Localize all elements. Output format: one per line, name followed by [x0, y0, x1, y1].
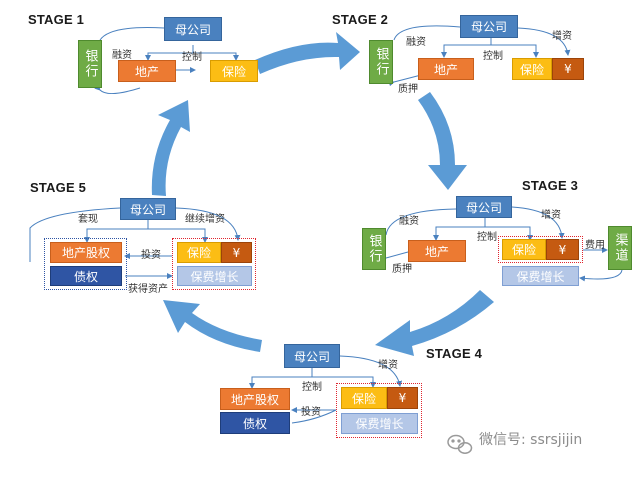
stage5-connectors [29, 207, 241, 279]
stage3-real-estate: 地产 [408, 240, 466, 262]
stage4-title: STAGE 4 [426, 346, 483, 361]
watermark-text: 微信号: ssrsjijin [479, 432, 583, 448]
stage5-premium-growth: 保费增长 [177, 266, 252, 286]
stage2-control-label: 控制 [483, 51, 503, 62]
stage1-parent-company: 母公司 [164, 17, 222, 41]
stage5-title: STAGE 5 [30, 180, 87, 195]
stage5-debt: 债权 [50, 266, 122, 286]
stage2-pledge-label: 质押 [398, 84, 418, 95]
stage2-bank: 银行 [369, 40, 393, 84]
stage1-title: STAGE 1 [28, 12, 85, 27]
stage1-financing-label: 融资 [112, 50, 132, 61]
stage3-connectors [380, 206, 623, 282]
stage2-insurance: 保险 [512, 58, 552, 80]
stage5-parent-company: 母公司 [120, 198, 176, 220]
cycle-arrow-2-to-3 [418, 92, 467, 190]
stage5-cash-out-label: 套现 [78, 214, 98, 225]
watermark: 微信号: ssrsjijin [474, 429, 582, 449]
stage3-financing-label: 融资 [399, 216, 419, 227]
stage4-parent-company: 母公司 [284, 344, 340, 368]
stage4-invest-label: 投资 [301, 407, 321, 418]
stage5-yuan: ¥ [221, 242, 252, 263]
cycle-arrow-3-to-4 [375, 290, 494, 356]
stage2-financing-label: 融资 [406, 37, 426, 48]
stage3-yuan: ¥ [546, 239, 579, 260]
stage5-continue-increase-label: 继续增资 [185, 214, 225, 225]
stage4-yuan: ¥ [387, 387, 418, 409]
stage3-channel: 渠道 [608, 226, 632, 270]
stage3-title: STAGE 3 [522, 178, 579, 193]
stage1-connectors [94, 27, 239, 94]
stage1-control-label: 控制 [182, 52, 202, 63]
stage4-connectors [249, 355, 403, 424]
stage3-control-label: 控制 [477, 232, 497, 243]
stage2-capital-increase-label: 增资 [552, 31, 572, 42]
stage2-yuan: ¥ [552, 58, 584, 80]
stage3-premium-growth: 保费增长 [502, 266, 579, 286]
stage4-control-label: 控制 [302, 382, 322, 393]
stage1-real-estate: 地产 [118, 60, 176, 82]
stage4-insurance-group-outline [336, 383, 422, 438]
stage3-insurance: 保险 [502, 239, 546, 260]
stage3-parent-company: 母公司 [456, 196, 512, 218]
cycle-arrow-1-to-2 [255, 32, 360, 74]
stage3-fee-label: 费用 [585, 240, 605, 251]
stage5-real-estate-equity: 地产股权 [50, 242, 122, 263]
stage5-invest-label: 投资 [141, 250, 161, 261]
cycle-arrow-4-to-5 [163, 300, 262, 352]
stage4-capital-increase-label: 增资 [378, 360, 398, 371]
stage4-debt: 债权 [220, 412, 290, 434]
stage3-bank: 银行 [362, 228, 386, 270]
stage5-assets-group-outline [44, 238, 127, 290]
stage1-bank: 银行 [78, 40, 102, 88]
cycle-arrow-5-to-1 [151, 100, 190, 196]
stage4-insurance: 保险 [341, 387, 387, 409]
stage3-insurance-group-outline [498, 236, 583, 263]
stage4-premium-growth: 保费增长 [341, 413, 418, 434]
stage4-real-estate-equity: 地产股权 [220, 388, 290, 410]
stage5-insurance: 保险 [177, 242, 221, 263]
wechat-icon [447, 434, 473, 454]
stage2-parent-company: 母公司 [460, 15, 518, 38]
stage3-pledge-label: 质押 [392, 264, 412, 275]
stage3-capital-increase-label: 增资 [541, 210, 561, 221]
stage1-insurance: 保险 [210, 60, 258, 82]
stage2-title: STAGE 2 [332, 12, 389, 27]
stage2-real-estate: 地产 [418, 58, 474, 80]
stage5-insurance-group-outline [172, 238, 256, 290]
stage5-acquire-assets-label: 获得资产 [128, 284, 168, 295]
